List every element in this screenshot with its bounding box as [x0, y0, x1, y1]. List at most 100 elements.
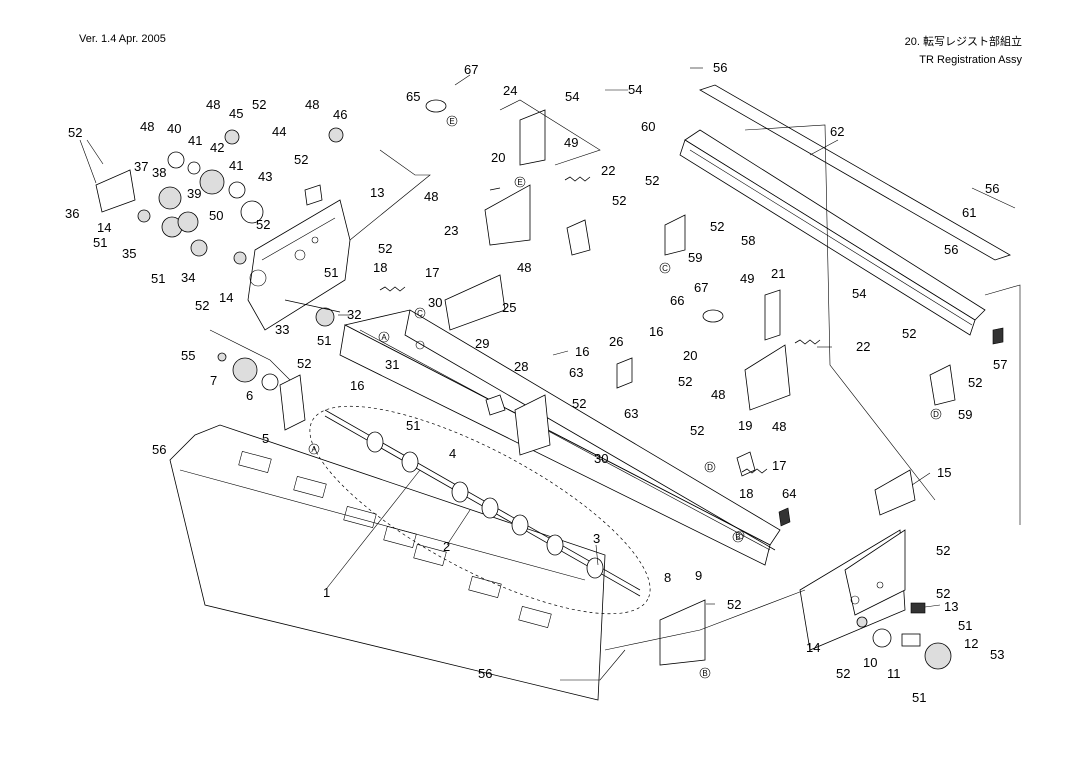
- callout-54b: 54: [628, 82, 642, 97]
- callout-28: 28: [514, 359, 528, 374]
- callout-52q: 52: [936, 543, 950, 558]
- callout-52a: 52: [68, 125, 82, 140]
- callout-4: 4: [449, 446, 456, 461]
- callout-29: 29: [475, 336, 489, 351]
- callout-52s: 52: [836, 666, 850, 681]
- callout-53: 53: [990, 647, 1004, 662]
- callout-30b: 30: [594, 451, 608, 466]
- callout-48b: 48: [206, 97, 220, 112]
- front-clutch: [856, 602, 952, 670]
- callout-60: 60: [641, 119, 655, 134]
- callout-49a: 49: [564, 135, 578, 150]
- callout-37: 37: [134, 159, 148, 174]
- callout-51b: 51: [151, 271, 165, 286]
- reference-marks: A A B B C C D D E E: [308, 115, 942, 679]
- svg-text:E: E: [449, 117, 454, 126]
- callout-49b: 49: [740, 271, 754, 286]
- callout-51c: 51: [324, 265, 338, 280]
- callout-63a: 63: [569, 365, 583, 380]
- callout-8: 8: [664, 570, 671, 585]
- callout-54c: 54: [852, 286, 866, 301]
- callout-16c: 16: [575, 344, 589, 359]
- callout-63b: 63: [624, 406, 638, 421]
- ref-mark-d-2: [930, 408, 942, 420]
- ref-mark-d-1: [704, 461, 716, 473]
- ref-mark-c-2: [659, 262, 671, 274]
- callouts: 1 2 3 4 5 6 7 8 9 10 11 12 13 13 14 14 1…: [65, 60, 1007, 705]
- callout-52i: 52: [645, 173, 659, 188]
- misc-brackets: [304, 99, 1004, 527]
- callout-38: 38: [152, 165, 166, 180]
- callout-11: 11: [887, 666, 901, 681]
- gear-cluster: [95, 127, 344, 327]
- callout-56b: 56: [985, 181, 999, 196]
- callout-14a: 14: [97, 220, 111, 235]
- callout-13b: 13: [944, 599, 958, 614]
- callout-7: 7: [210, 373, 217, 388]
- callout-52m: 52: [690, 423, 704, 438]
- rear-side-plate: [247, 199, 351, 331]
- section-title-jp: 20. 転写レジスト部組立: [904, 36, 1022, 48]
- callout-24: 24: [503, 83, 517, 98]
- ref-mark-a-1: [308, 443, 320, 455]
- ref-mark-e-2: [514, 176, 526, 188]
- callout-1: 1: [323, 585, 330, 600]
- callout-48g: 48: [772, 419, 786, 434]
- front-plate-bracket: [659, 599, 706, 666]
- callout-45: 45: [229, 106, 243, 121]
- callout-23: 23: [444, 223, 458, 238]
- svg-text:B: B: [735, 533, 740, 542]
- callout-22a: 22: [601, 163, 615, 178]
- callout-16a: 16: [649, 324, 663, 339]
- callout-52p: 52: [968, 375, 982, 390]
- callout-48f: 48: [711, 387, 725, 402]
- callout-34: 34: [181, 270, 195, 285]
- upper-long-guide: [679, 84, 1011, 336]
- callout-56d: 56: [152, 442, 166, 457]
- callout-57: 57: [993, 357, 1007, 372]
- callout-52f: 52: [195, 298, 209, 313]
- callout-56e: 56: [478, 666, 492, 681]
- drive-clutch: [217, 299, 341, 431]
- callout-30a: 30: [428, 295, 442, 310]
- ref-mark-e-1: [446, 115, 458, 127]
- callout-51f: 51: [958, 618, 972, 633]
- callout-13a: 13: [370, 185, 384, 200]
- callout-52r: 52: [936, 586, 950, 601]
- callout-64: 64: [782, 486, 796, 501]
- callout-25: 25: [502, 300, 516, 315]
- callout-55: 55: [181, 348, 195, 363]
- callout-62: 62: [830, 124, 844, 139]
- callout-52l: 52: [678, 374, 692, 389]
- callout-52e: 52: [378, 241, 392, 256]
- callout-5: 5: [262, 431, 269, 446]
- callout-52b: 52: [252, 97, 266, 112]
- svg-text:C: C: [417, 309, 423, 318]
- callout-20a: 20: [491, 150, 505, 165]
- callout-42: 42: [210, 140, 224, 155]
- callout-59b: 59: [958, 407, 972, 422]
- callout-50: 50: [209, 208, 223, 223]
- callout-67b: 67: [694, 280, 708, 295]
- callout-16b: 16: [350, 378, 364, 393]
- callout-48e: 48: [517, 260, 531, 275]
- svg-text:A: A: [311, 445, 317, 454]
- callout-35: 35: [122, 246, 136, 261]
- callout-67a: 67: [464, 62, 478, 77]
- callout-52k: 52: [572, 396, 586, 411]
- callout-26: 26: [609, 334, 623, 349]
- callout-51a: 51: [93, 235, 107, 250]
- callout-41b: 41: [229, 158, 243, 173]
- callout-22b: 22: [856, 339, 870, 354]
- callout-48a: 48: [140, 119, 154, 134]
- callout-14c: 14: [806, 640, 820, 655]
- callout-52j: 52: [710, 219, 724, 234]
- front-side-plate: [799, 529, 906, 651]
- callout-58: 58: [741, 233, 755, 248]
- callout-32: 32: [347, 307, 361, 322]
- callout-9: 9: [695, 568, 702, 583]
- svg-text:D: D: [707, 463, 713, 472]
- callout-52h: 52: [612, 193, 626, 208]
- section-title: 20. 転写レジスト部組立 TR Registration Assy: [905, 33, 1022, 69]
- callout-21: 21: [771, 266, 785, 281]
